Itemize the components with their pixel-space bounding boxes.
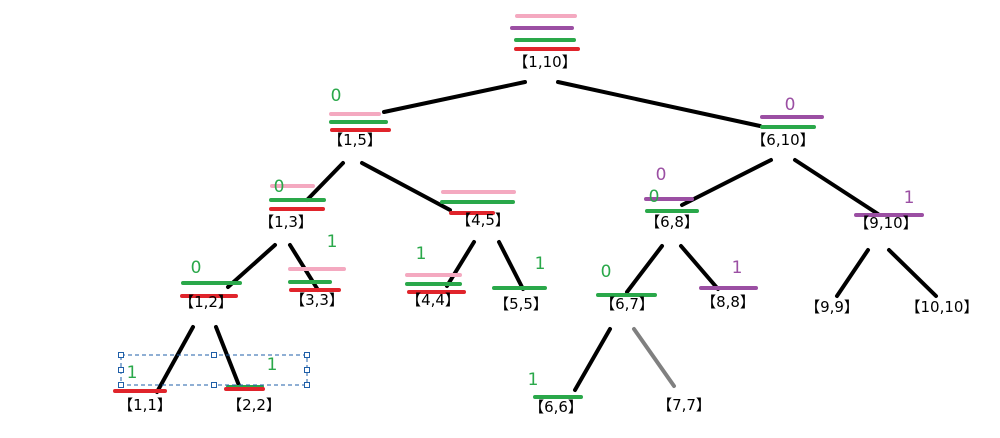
node-number: 0 (274, 177, 285, 197)
edge-n1_2-n2_2 (214, 325, 242, 390)
node-label: 【6,6】 (529, 398, 583, 416)
node-number: 0 (656, 165, 667, 185)
node-number: 0 (601, 262, 612, 282)
edge-n6_10-n9_10 (793, 158, 880, 216)
node-number: 1 (327, 232, 338, 252)
edge-n6_10-n6_8 (680, 158, 773, 207)
node-label: 【6,8】 (645, 213, 699, 231)
node-label: 【1,1】 (118, 396, 172, 414)
node-label: 【6,7】 (600, 295, 654, 313)
edge-n1_10-n1_5 (382, 80, 527, 114)
node-label: 【3,3】 (290, 291, 344, 309)
node-number: 1 (904, 188, 915, 208)
selection-handles[interactable] (118, 352, 310, 388)
node-label: 【9,10】 (854, 214, 917, 232)
node-label: 【2,2】 (227, 396, 281, 414)
edge-n9_10-n10_10 (887, 248, 938, 298)
node-label: 【10,10】 (906, 298, 979, 316)
node-label: 【7,7】 (657, 396, 711, 414)
node-number: 1 (416, 244, 427, 264)
edge-n1_10-n6_10 (556, 80, 762, 128)
selection-box[interactable] (120, 354, 308, 386)
node-label: 【1,3】 (259, 213, 313, 231)
node-number: 0 (785, 95, 796, 115)
edge-n9_10-n9_9 (835, 248, 870, 298)
node-number: 1 (267, 355, 278, 375)
node-label: 【5,5】 (494, 295, 548, 313)
node-number: 1 (528, 370, 539, 390)
edge-n6_7-n7_7 (632, 327, 676, 388)
node-number: 0 (649, 187, 660, 207)
node-label: 【1,5】 (328, 131, 382, 149)
node-label: 【4,4】 (406, 291, 460, 309)
node-number: 0 (191, 258, 202, 278)
marks-layer (113, 14, 924, 399)
node-label: 【4,5】 (456, 211, 510, 229)
node-number: 0 (331, 86, 342, 106)
edge-n1_2-n1_1 (155, 325, 195, 394)
labels-layer: 【1,10】【1,5】0【6,10】0【1,3】0【4,5】【6,8】00【9,… (118, 53, 978, 416)
node-label: 【6,10】 (751, 131, 814, 149)
node-label: 【1,2】 (179, 293, 233, 311)
edge-n6_8-n8_8 (679, 244, 720, 291)
node-label: 【8,8】 (701, 293, 755, 311)
node-label: 【9,9】 (805, 298, 859, 316)
edge-n1_5-n4_5 (360, 161, 452, 212)
edge-n4_5-n5_5 (497, 240, 525, 291)
edge-n1_3-n1_2 (226, 243, 277, 289)
edge-n6_8-n6_7 (625, 244, 664, 294)
node-label: 【1,10】 (513, 53, 576, 71)
edges-layer (155, 80, 938, 394)
edge-n1_5-n1_3 (305, 161, 345, 202)
edge-n6_7-n6_6 (573, 327, 612, 392)
edge-n4_5-n4_4 (445, 240, 476, 288)
node-number: 1 (732, 258, 743, 278)
node-number: 1 (535, 254, 546, 274)
node-number: 1 (127, 363, 138, 383)
